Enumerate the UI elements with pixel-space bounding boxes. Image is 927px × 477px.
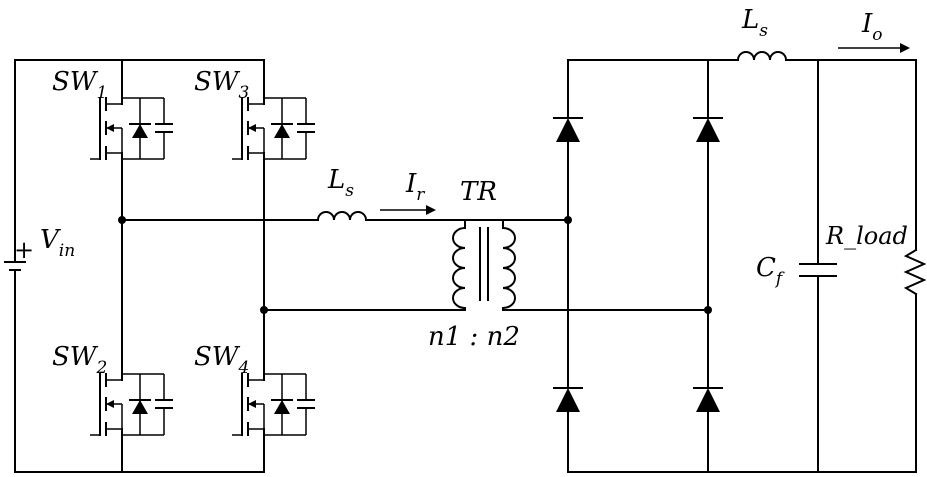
battery-vin-icon xyxy=(4,249,26,283)
turns-ratio-label: n1 : n2 xyxy=(428,322,520,352)
current-io-arrow-icon xyxy=(838,43,910,53)
output-inductor-icon xyxy=(736,51,917,62)
cf-label: Cf xyxy=(756,253,785,289)
transformer-icon xyxy=(445,219,709,311)
sw3-label: SW3 xyxy=(194,67,249,103)
diode-d1-icon xyxy=(553,117,583,142)
vin-label: Vin xyxy=(40,225,75,261)
switch-sw4-icon xyxy=(232,367,315,442)
input-wiring xyxy=(14,59,466,473)
rload-label: R_load xyxy=(825,222,908,250)
resistor-load-icon xyxy=(903,59,927,473)
switch-sw2-icon xyxy=(90,367,173,442)
ls-output-label: Ls xyxy=(741,5,768,41)
battery-plus-label: + xyxy=(14,236,34,264)
sw1-label: SW1 xyxy=(52,67,107,103)
sw4-label: SW4 xyxy=(194,342,249,378)
primary-inductor-icon xyxy=(316,211,569,222)
capacitor-cf-icon xyxy=(799,59,837,473)
sw2-label: SW2 xyxy=(52,342,107,378)
ir-label: Ir xyxy=(405,169,425,205)
current-ir-arrow-icon xyxy=(380,205,436,215)
diode-d4-icon xyxy=(693,387,723,412)
rectifier-wiring xyxy=(564,59,917,473)
diode-d3-icon xyxy=(553,387,583,412)
transformer-label: TR xyxy=(460,177,497,207)
diode-d2-icon xyxy=(693,117,723,142)
switch-sw1-icon xyxy=(90,91,173,166)
switch-sw3-icon xyxy=(232,91,315,166)
io-label: Io xyxy=(861,9,883,45)
ls-primary-label: Ls xyxy=(327,165,354,201)
